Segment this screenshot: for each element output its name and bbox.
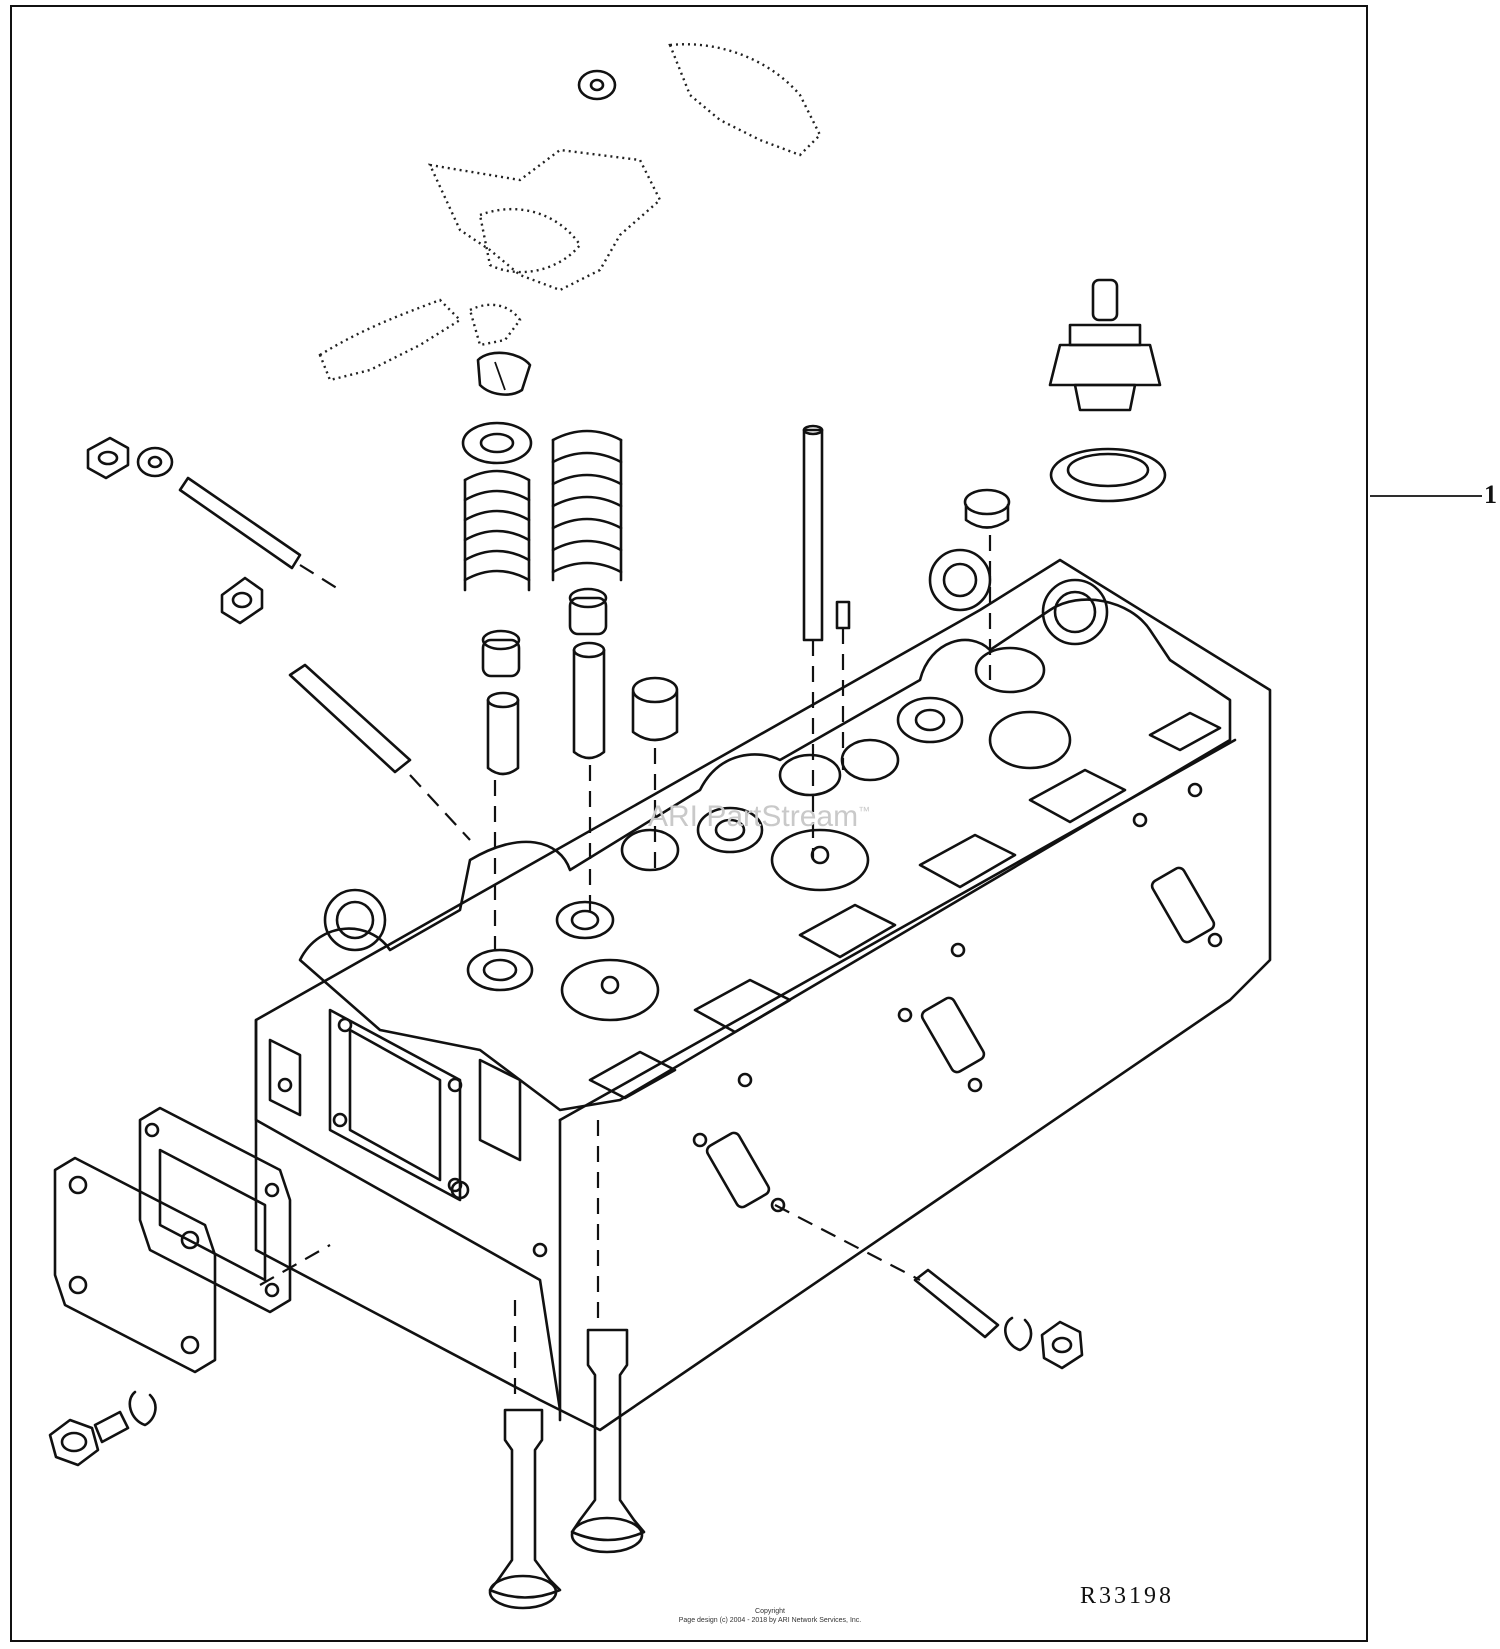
angled-stud [288, 663, 471, 841]
nut-left-upper [220, 576, 264, 625]
copyright-notice: Copyright Page design (c) 2004 - 2018 by… [520, 1607, 1020, 1625]
trademark-symbol: ™ [858, 804, 871, 818]
copyright-detail: Page design (c) 2004 - 2018 by ARI Netwo… [678, 1617, 862, 1624]
diagram-frame [10, 5, 1368, 1642]
exhaust-valve [570, 1120, 646, 1554]
drawing-number: R33198 [1080, 1583, 1175, 1609]
nut-left-lower [86, 436, 341, 591]
watermark-text: ARI PartStream [648, 800, 859, 833]
cap-screw [48, 1390, 157, 1467]
valve-spring-left [461, 421, 533, 776]
stud-right [774, 1204, 1084, 1370]
callout-1: 1 [1484, 480, 1497, 509]
injector-adapter [1048, 278, 1167, 503]
cover-gasket [138, 1106, 292, 1314]
cover-plate [53, 1156, 331, 1374]
plug-top-right [963, 488, 1011, 680]
valve-keeper [476, 351, 532, 396]
vertical-stud [802, 424, 851, 860]
rocker-arm-assembly-ghost [318, 43, 822, 382]
intake-valve [488, 1300, 562, 1610]
watermark: ARI PartStream™ [648, 800, 870, 834]
cylinder-head-block [254, 548, 1272, 1432]
valve-spring-right [551, 429, 623, 760]
copyright-line: Copyright [755, 1608, 785, 1615]
plug-center [493, 676, 679, 950]
